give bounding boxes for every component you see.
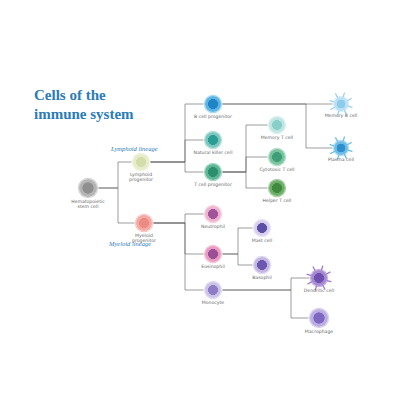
cell-node: Cytotoxic T cell — [269, 149, 285, 165]
cell-label: Neutrophil — [193, 224, 233, 229]
cell-node: Lymphoid progenitor — [133, 154, 149, 170]
cell-node: Neutrophil — [205, 206, 221, 222]
cell-label: B cell progenitor — [193, 114, 233, 119]
cell-spike — [348, 150, 352, 151]
cell-node: B cell progenitor — [205, 96, 221, 112]
lineage-connector — [151, 162, 204, 172]
diagram-title: Cells of the immune system — [34, 86, 138, 124]
cell-spike — [313, 267, 315, 271]
cell-spike — [307, 274, 311, 275]
lineage-connector — [99, 188, 135, 223]
cell-spike — [308, 282, 312, 284]
cell-spike — [330, 101, 334, 102]
cell-node: Basophil — [254, 257, 270, 273]
cell-node: Monocyte — [205, 282, 221, 298]
cell-spike — [343, 137, 344, 141]
cell-label: Lymphoid progenitor — [121, 172, 161, 183]
cell-node: Dendritic cell — [311, 270, 327, 286]
lineage-connector — [223, 104, 333, 148]
cell-node: Myeloid progenitor — [136, 215, 152, 231]
lineage-connector — [223, 228, 253, 254]
cell-node: Helper T cell — [269, 180, 285, 196]
cell-spike — [327, 272, 331, 274]
cell-label: Myeloid progenitor — [124, 233, 164, 244]
cell-spike — [331, 151, 335, 153]
cell-node: Memory B cell — [334, 97, 348, 111]
cell-spike — [348, 106, 352, 107]
lineage-connector — [99, 162, 132, 188]
cell-label: Hematopoietic stem cell — [68, 199, 108, 210]
cell-spike — [348, 143, 352, 145]
lineage-connector — [154, 214, 204, 223]
lineage-connector — [154, 223, 204, 290]
cell-label: Eosinophil — [193, 264, 233, 269]
cell-label: Memory B cell — [321, 113, 361, 118]
cell-label: Macrophage — [299, 329, 339, 334]
lineage-connector — [223, 254, 253, 265]
cell-label: Helper T cell — [257, 198, 297, 203]
cell-spike — [331, 107, 335, 109]
cell-label: Mast cell — [242, 238, 282, 243]
cell-node: Eosinophil — [205, 246, 221, 262]
cell-spike — [327, 281, 331, 282]
cell-label: Basophil — [242, 275, 282, 280]
lineage-label: Lymphoid lineage — [111, 145, 158, 152]
cell-label: Cytotoxic T cell — [257, 167, 297, 172]
cell-node: Hematopoietic stem cell — [79, 179, 97, 197]
cell-node: T cell progenitor — [205, 164, 221, 180]
cell-label: Monocyte — [193, 300, 233, 305]
cell-label: Natural killer cell — [193, 150, 233, 155]
cell-spikes — [329, 136, 353, 160]
cell-spike — [343, 93, 344, 97]
cell-spikes — [329, 92, 353, 116]
cell-node: Memory T cell — [269, 117, 285, 133]
lineage-connector — [154, 223, 204, 254]
cell-label: T cell progenitor — [193, 182, 233, 187]
cell-node: Natural killer cell — [205, 132, 221, 148]
cell-label: Plasma cell — [321, 157, 361, 162]
cell-node: Mast cell — [254, 220, 270, 236]
cell-node: Plasma cell — [334, 141, 348, 155]
cell-spike — [336, 94, 338, 98]
cell-node: Macrophage — [310, 309, 328, 327]
lineage-connector — [223, 125, 268, 172]
cell-spike — [348, 99, 352, 101]
cell-spike — [336, 138, 338, 142]
lineage-connector — [223, 290, 309, 318]
cell-spike — [322, 266, 323, 270]
cell-spikes — [306, 265, 332, 291]
cell-spike — [330, 145, 334, 146]
cell-label: Memory T cell — [257, 135, 297, 140]
cell-label: Dendritic cell — [299, 288, 339, 293]
